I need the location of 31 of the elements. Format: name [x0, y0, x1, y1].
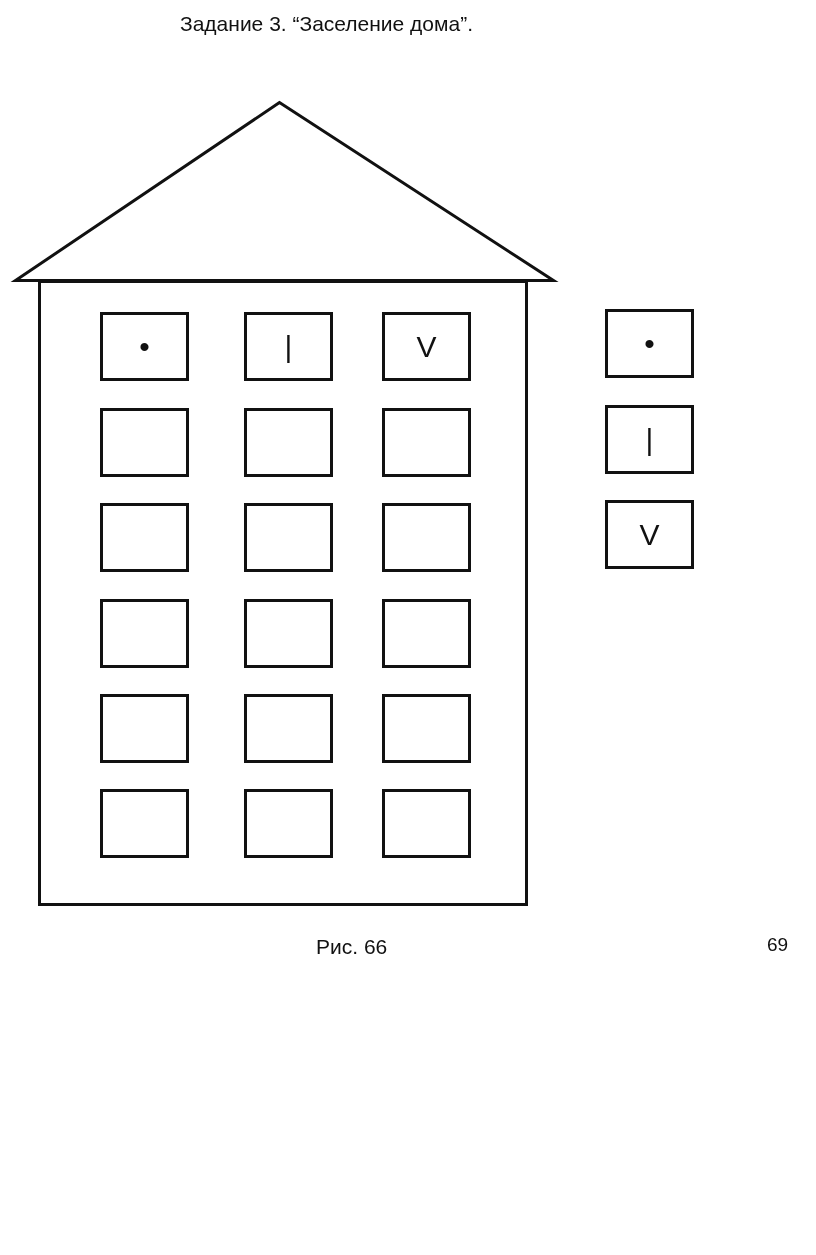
window-box	[100, 599, 189, 668]
window-box	[382, 312, 471, 381]
window-symbol: |	[284, 331, 293, 362]
title: Задание 3. “Заселение дома”.	[180, 11, 473, 37]
window-box	[100, 503, 189, 572]
window-symbol: •	[139, 331, 150, 362]
window-box	[100, 789, 189, 858]
window-box	[100, 694, 189, 763]
window-box	[244, 789, 333, 858]
window-box	[605, 500, 694, 569]
window-box	[244, 599, 333, 668]
window-box	[244, 312, 333, 381]
window-box	[100, 312, 189, 381]
window-box	[605, 405, 694, 474]
window-box	[382, 789, 471, 858]
window-box	[244, 503, 333, 572]
window-box	[244, 694, 333, 763]
window-symbol: •	[644, 328, 655, 359]
window-box	[100, 408, 189, 477]
house-wall	[38, 280, 528, 906]
window-box	[382, 599, 471, 668]
window-symbol: |	[645, 424, 654, 455]
window-symbol: V	[639, 519, 660, 550]
window-box	[382, 503, 471, 572]
page-number: 69	[767, 933, 789, 957]
caption: Рис. 66	[316, 934, 388, 960]
window-box	[382, 408, 471, 477]
window-symbol: V	[416, 331, 437, 362]
window-box	[382, 694, 471, 763]
window-box	[244, 408, 333, 477]
window-box	[605, 309, 694, 378]
